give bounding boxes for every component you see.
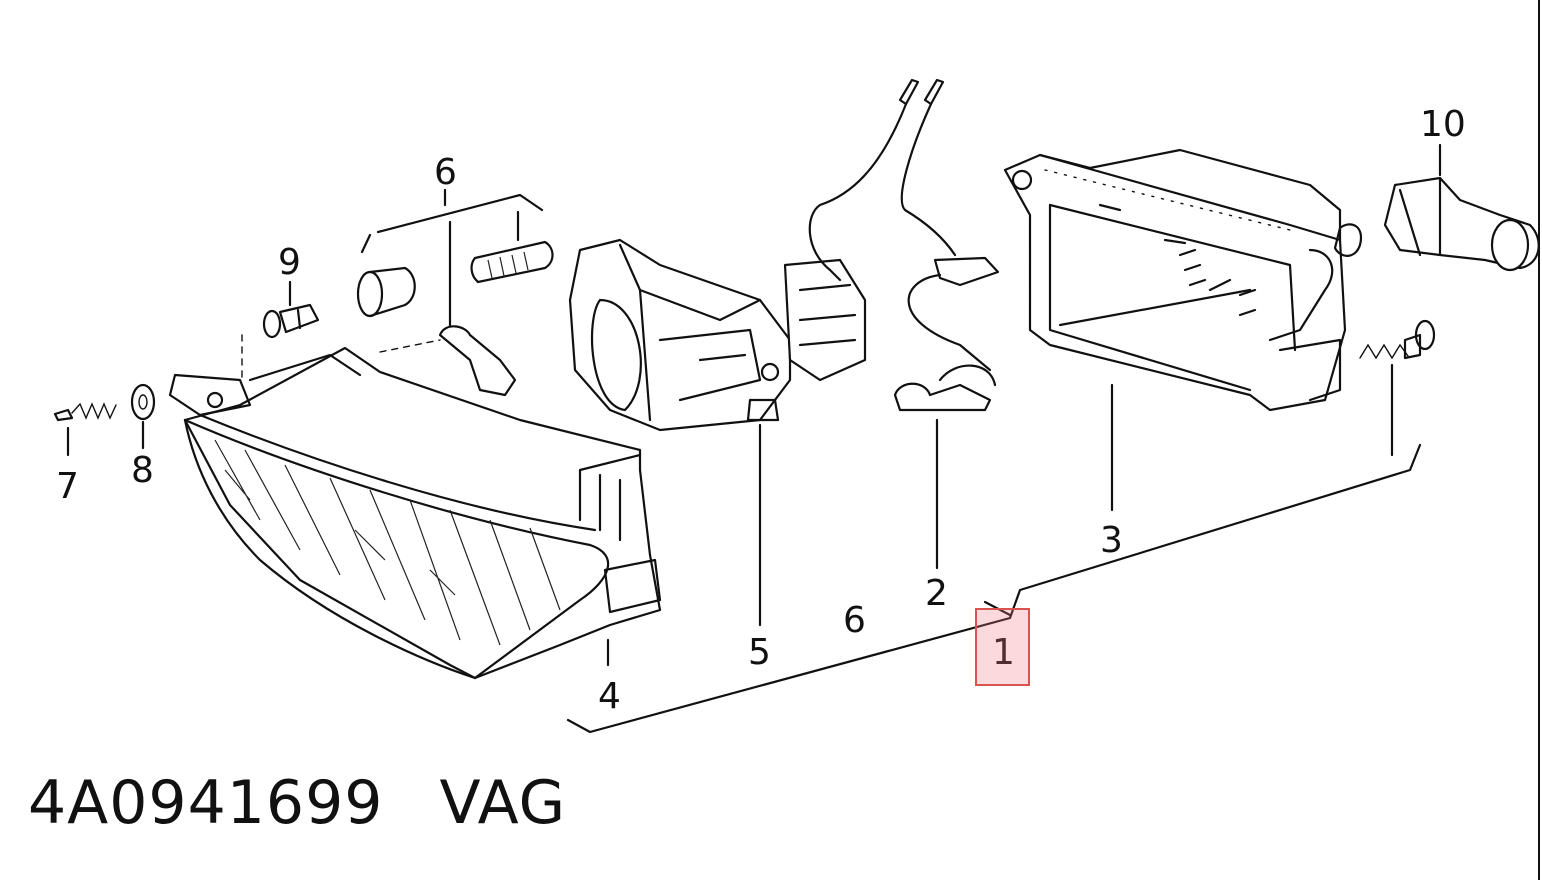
brand-name: VAG xyxy=(439,768,567,838)
bulb-10 xyxy=(1333,176,1540,272)
part-number: 4A0941699 xyxy=(28,768,384,838)
bulbs-6 xyxy=(356,193,554,397)
callout-1: 1 xyxy=(992,632,1015,673)
screw-frame xyxy=(1359,319,1436,360)
callout-9: 9 xyxy=(278,242,301,283)
highlighted-callout-box xyxy=(975,608,1030,686)
washer-8 xyxy=(130,383,156,421)
part-caption: 4A0941699 VAG xyxy=(28,768,566,838)
callout-3: 3 xyxy=(1100,520,1123,561)
callout-4: 4 xyxy=(598,676,621,717)
callout-2: 2 xyxy=(925,573,948,614)
right-border-line xyxy=(1538,0,1540,880)
spring-7 xyxy=(53,402,117,422)
callout-7: 7 xyxy=(56,466,79,507)
callout-6-top: 6 xyxy=(434,152,457,193)
leader-lines xyxy=(66,143,1442,734)
bulb-holder-2 xyxy=(808,78,1000,412)
reflector-module-5 xyxy=(568,238,867,432)
callout-10: 10 xyxy=(1420,104,1466,145)
screw-9 xyxy=(262,303,320,339)
callout-6-bottom: 6 xyxy=(843,600,866,641)
frame-3 xyxy=(1003,148,1347,412)
callout-8: 8 xyxy=(131,450,154,491)
dashed-link-6 xyxy=(379,339,441,353)
callout-5: 5 xyxy=(748,632,771,673)
lens-housing xyxy=(168,346,662,680)
